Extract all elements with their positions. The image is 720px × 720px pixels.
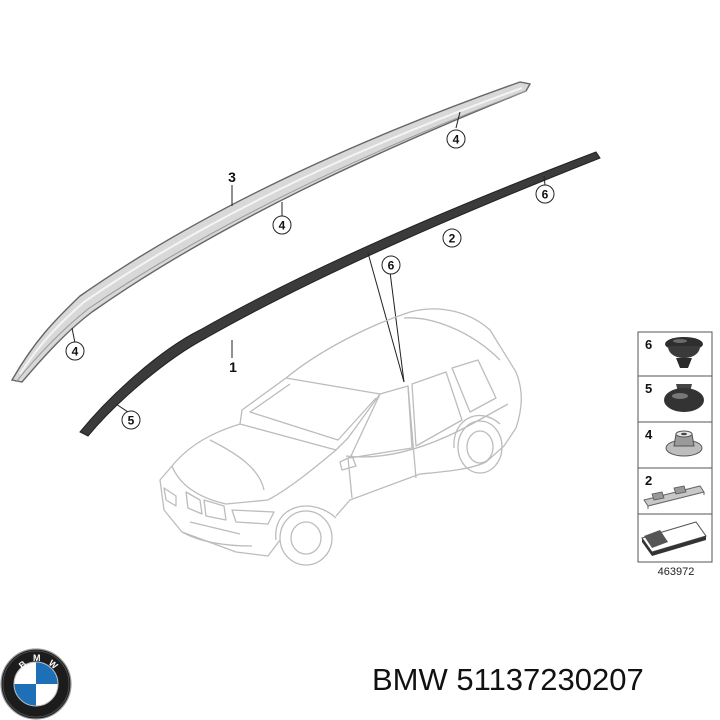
svg-text:2: 2 [449,232,456,246]
callout-rail-mid: 4 [272,215,292,235]
svg-text:B: B [17,658,29,670]
diagram-id: 463972 [658,566,695,578]
part-number: 51137230207 [456,662,644,697]
label-part-3: 3 [228,169,236,185]
svg-text:M: M [33,653,41,663]
nut-icon [665,430,703,457]
bmw-logo: B M W [0,648,72,720]
callout-strip-mid: 2 [442,228,462,248]
rivet-clip-icon [664,384,704,412]
svg-text:5: 5 [128,414,135,428]
svg-text:6: 6 [645,337,652,352]
callout-strip-end: 5 [121,410,141,430]
legend-item-6: 6 [645,337,703,368]
svg-text:2: 2 [645,473,652,488]
callout-rail-end: 4 [65,341,85,361]
legend-item-2: 2 [643,473,705,509]
callout-strip-low: 6 [381,255,401,275]
legend-item-tape [641,521,707,556]
legend-item-5: 5 [645,381,704,412]
svg-text:4: 4 [453,133,460,147]
part-number-caption: BMW 51137230207 [372,662,644,698]
callout-rail-top: 4 [446,129,466,149]
svg-text:6: 6 [542,188,549,202]
svg-text:5: 5 [645,381,652,396]
callout-strip-top: 6 [535,184,555,204]
fastener-legend: 6 5 4 [637,331,713,578]
svg-text:4: 4 [645,427,653,442]
roof-rail [10,81,532,383]
push-clip-icon [665,337,703,368]
svg-text:4: 4 [72,345,79,359]
adhesive-tape-icon [641,521,707,556]
svg-text:4: 4 [279,219,286,233]
clip-strip-icon [643,485,705,509]
car-outline-illustration [159,308,522,566]
brand-name: BMW [372,662,448,697]
label-part-1: 1 [229,359,237,375]
svg-text:6: 6 [388,259,395,273]
seal-strip [79,151,601,437]
legend-item-4: 4 [645,427,703,457]
